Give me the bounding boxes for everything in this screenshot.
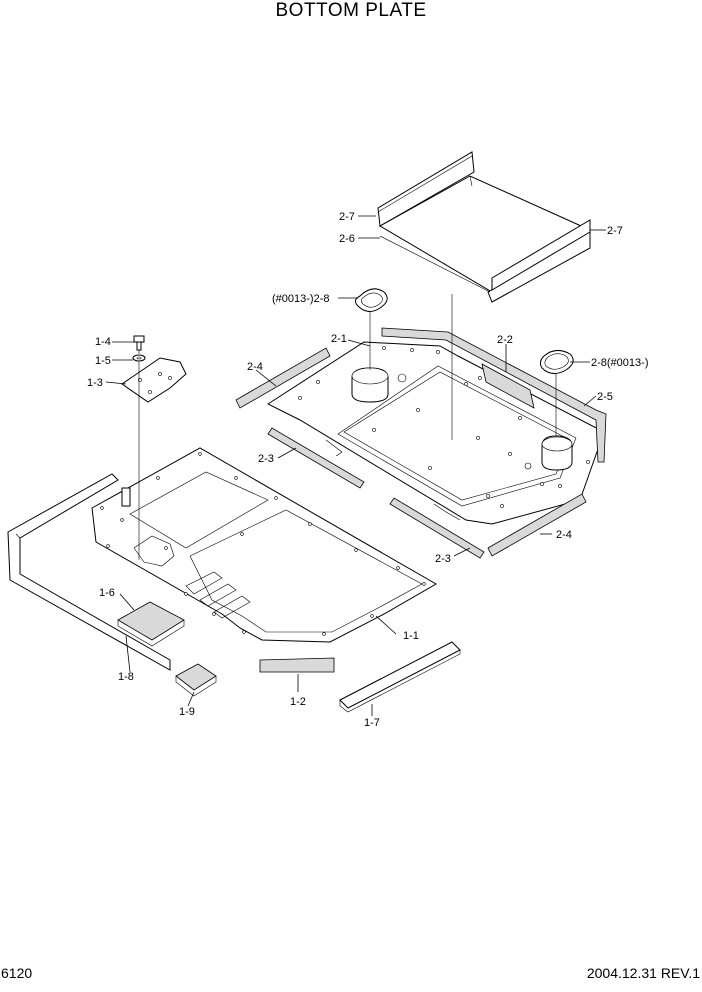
callout-2-3-left: 2-3 [258, 453, 274, 465]
callout-2-4-right: 2-4 [556, 529, 572, 541]
callout-1-2: 1-2 [290, 696, 306, 708]
part-1-8-frame-member [7, 473, 171, 671]
callout-2-4-left: 2-4 [247, 361, 263, 373]
callout-2-2: 2-2 [497, 334, 513, 346]
part-1-3-cover-plate [121, 357, 187, 403]
part-2-4-seal-strip-left [235, 347, 331, 409]
assembly-lines [138, 294, 557, 560]
callout-1-8: 1-8 [118, 671, 134, 683]
part-2-8-gasket-left [354, 288, 388, 312]
callout-1-7: 1-7 [364, 717, 380, 729]
part-1-4-bolt [133, 335, 145, 351]
callout-2-8-right: 2-8(#0013-) [591, 357, 648, 369]
part-2-6-cover-tray [377, 151, 592, 303]
callout-2-1: 2-1 [331, 333, 347, 345]
callout-1-3: 1-3 [87, 377, 103, 389]
page-title: BOTTOM PLATE [275, 0, 427, 21]
callout-2-8-left: (#0013-)2-8 [272, 293, 329, 305]
callout-1-6: 1-6 [99, 587, 115, 599]
callout-1-9: 1-9 [179, 706, 195, 718]
part-1-9-pad [175, 663, 217, 697]
part-2-1-floor-plate [266, 341, 605, 525]
part-1-6-pad [117, 601, 185, 647]
callout-1-4: 1-4 [95, 336, 111, 348]
revision-date: 2004.12.31 REV.1 [586, 965, 700, 981]
callout-2-3-right: 2-3 [435, 553, 451, 565]
callout-1-5: 1-5 [95, 355, 111, 367]
part-2-2-seal-strip [481, 363, 535, 409]
part-2-3-seal-strip-right [389, 497, 485, 559]
part-1-2-bar [259, 657, 335, 673]
part-1-7-bar [339, 641, 461, 713]
callout-1-1: 1-1 [403, 630, 419, 642]
page-number: 6120 [1, 965, 33, 981]
part-2-8-gasket-right [539, 350, 574, 374]
part-2-5-seal-strip [381, 327, 607, 463]
part-1-1-bottom-plate [91, 447, 438, 643]
callout-2-7-right: 2-7 [607, 225, 623, 237]
leader-lines [105, 215, 606, 716]
part-2-4-seal-strip-right [487, 493, 587, 557]
callout-2-5: 2-5 [597, 391, 613, 403]
part-2-3-seal-strip-left [267, 427, 365, 489]
part-1-5-washer [132, 354, 146, 362]
callout-2-7-left: 2-7 [339, 211, 355, 223]
callout-2-6: 2-6 [339, 233, 355, 245]
